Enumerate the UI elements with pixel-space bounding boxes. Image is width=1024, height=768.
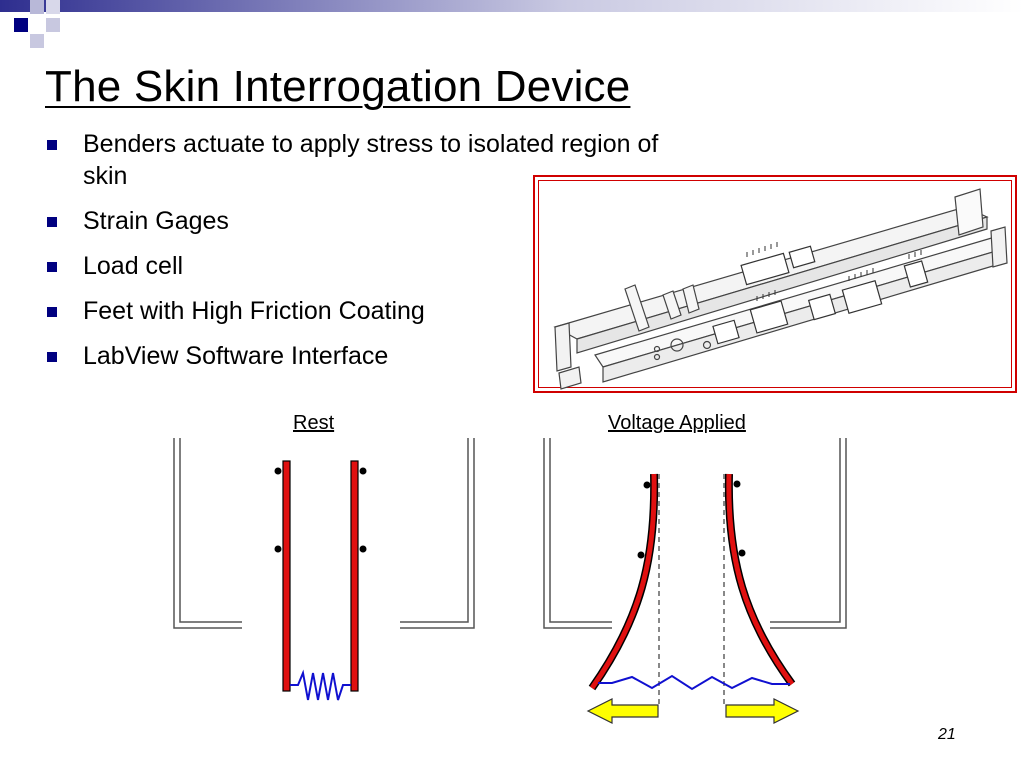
rest-position-reference-lines [658,474,725,704]
deco-square-light-2 [46,0,60,14]
rest-spring [290,669,351,701]
arrow-left-icon [586,698,659,724]
square-bullet-icon [47,140,57,150]
device-image-frame [533,175,1017,393]
page-number: 21 [938,726,956,743]
bullet-text: Feet with High Friction Coating [83,297,425,325]
header-gradient-bar [0,0,1024,12]
voltage-applied-label: Voltage Applied [608,412,746,434]
square-bullet-icon [47,262,57,272]
bullet-item: Benders actuate to apply stress to isola… [45,128,695,192]
voltage-bender-left [588,473,659,691]
device-line-drawing [553,188,1008,390]
bullet-text: Benders actuate to apply stress to isola… [83,130,659,190]
bullet-item: Load cell [45,250,695,282]
rest-label: Rest [293,412,335,434]
rest-bender-right [350,460,359,692]
arrow-right-icon [725,698,800,724]
rest-housing [173,438,475,629]
bullet-text: Load cell [83,252,184,280]
deco-square-light-1 [30,0,44,14]
square-bullet-icon [47,217,57,227]
corner-decoration [0,0,1024,48]
bullet-text: Strain Gages [83,207,229,235]
voltage-housing [543,438,847,629]
bullet-item: LabView Software Interface [45,340,695,372]
square-bullet-icon [47,352,57,362]
bullet-list: Benders actuate to apply stress to isola… [45,128,695,385]
bullet-item: Feet with High Friction Coating [45,295,695,327]
rest-strain-gages [274,467,367,553]
bullet-text: LabView Software Interface [83,342,389,370]
voltage-bender-right [724,473,796,687]
deco-square-navy [14,18,28,32]
page-title: The Skin Interrogation Device [45,62,631,111]
deco-square-light-4 [30,34,44,48]
square-bullet-icon [47,307,57,317]
voltage-spring [598,674,790,691]
voltage-strain-gages [637,480,746,559]
bullet-item: Strain Gages [45,205,695,237]
rest-bender-left [282,460,291,692]
deco-square-light-3 [46,18,60,32]
